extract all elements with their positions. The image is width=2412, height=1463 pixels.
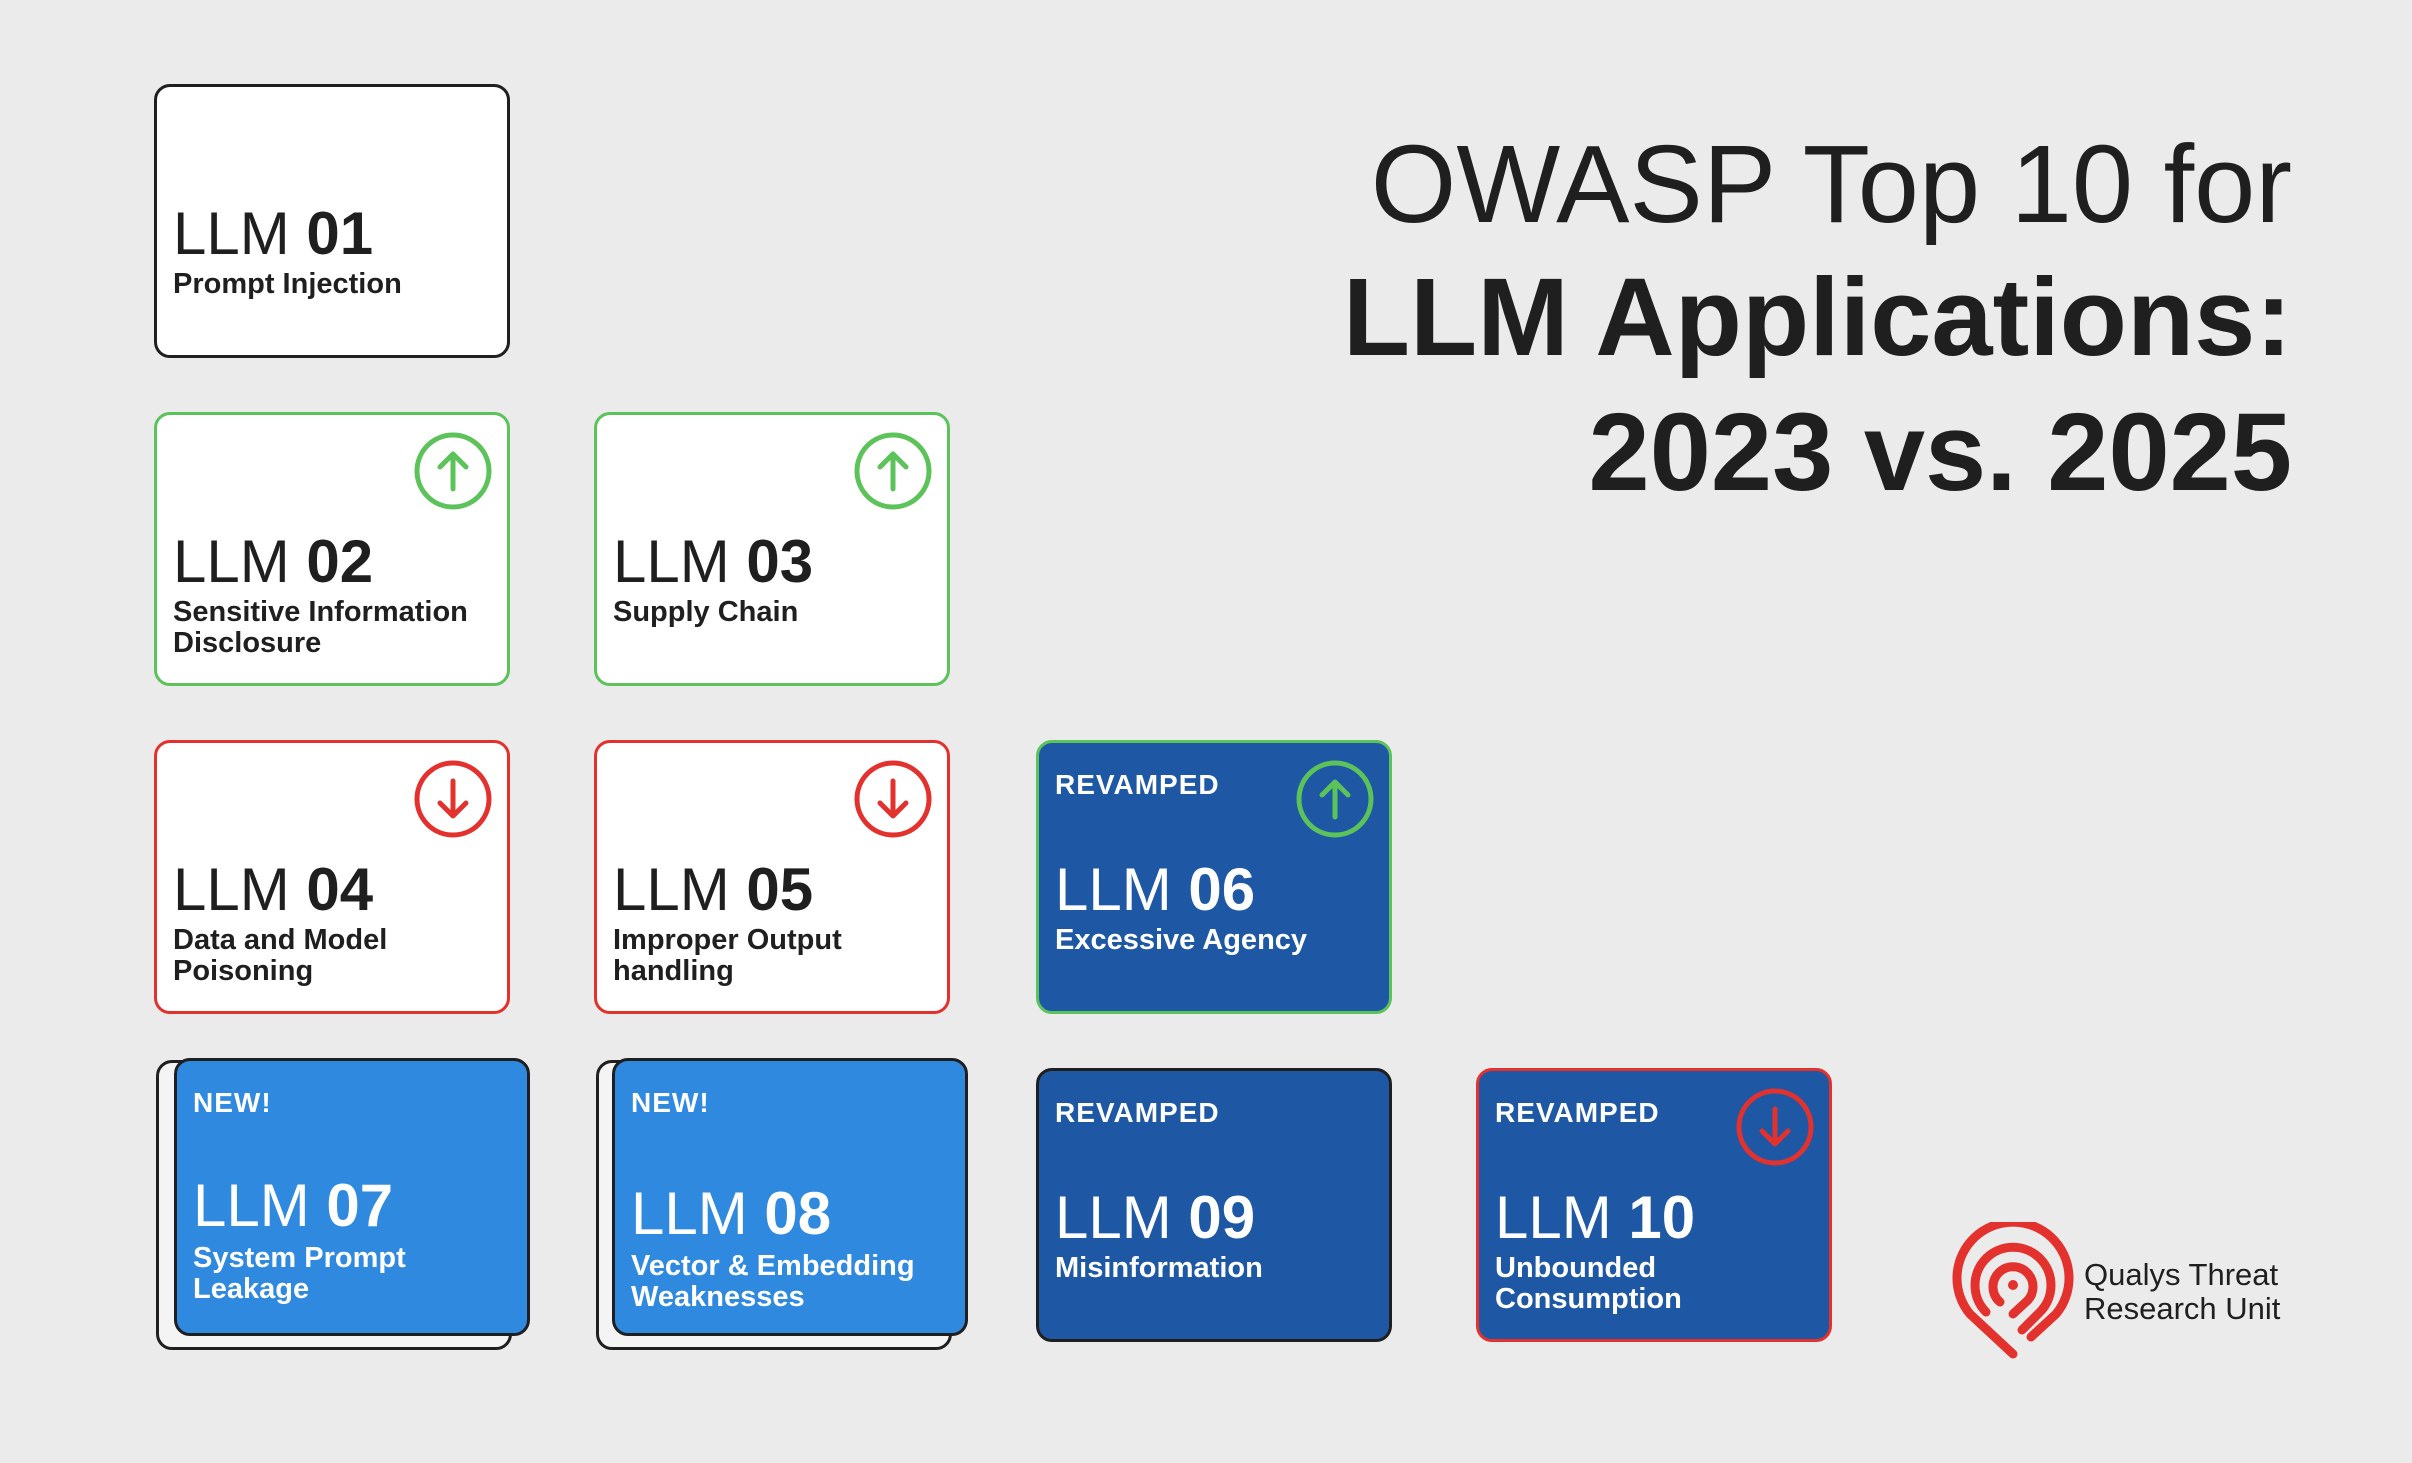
card-llm-06: REVAMPED LLM 06 Excessive Agency xyxy=(1036,740,1392,1014)
revamped-tag: REVAMPED xyxy=(1055,1097,1220,1128)
arrow-down-circle-icon xyxy=(853,759,933,839)
card-llm-10: REVAMPED LLM 10 Unbounded Consumption xyxy=(1476,1068,1832,1342)
card-llm-07: NEW! LLM 07 System Prompt Leakage xyxy=(174,1058,530,1336)
card-llm-08: NEW! LLM 08 Vector & Embedding Weaknesse… xyxy=(612,1058,968,1336)
card-llm-02: LLM 02 Sensitive Information Disclosure xyxy=(154,412,510,686)
revamped-tag: REVAMPED xyxy=(1495,1097,1660,1128)
card-name: System Prompt Leakage xyxy=(193,1242,406,1305)
title-line-1: OWASP Top 10 for xyxy=(1370,123,2292,246)
card-id: LLM 04 xyxy=(173,856,374,923)
brand-name: Qualys Threat Research Unit xyxy=(2084,1257,2281,1326)
card-name: Improper Output handling xyxy=(613,924,842,987)
card-llm-05: LLM 05 Improper Output handling xyxy=(594,740,950,1014)
card-id: LLM 10 xyxy=(1495,1184,1696,1251)
card-name: Unbounded Consumption xyxy=(1495,1252,1682,1315)
card-id: LLM 08 xyxy=(631,1180,832,1247)
card-name: Supply Chain xyxy=(613,596,799,628)
card-id: LLM 03 xyxy=(613,528,814,595)
card-llm-01: LLM 01 Prompt Injection xyxy=(154,84,510,358)
arrow-up-circle-icon xyxy=(853,431,933,511)
arrow-down-circle-icon xyxy=(1735,1087,1815,1167)
card-llm-04: LLM 04 Data and Model Poisoning xyxy=(154,740,510,1014)
arrow-up-circle-icon xyxy=(1295,759,1375,839)
card-llm-03: LLM 03 Supply Chain xyxy=(594,412,950,686)
card-name: Vector & Embedding Weaknesses xyxy=(631,1250,915,1313)
title-line-3: 2023 vs. 2025 xyxy=(1588,391,2292,514)
arrow-down-circle-icon xyxy=(413,759,493,839)
card-id: LLM 09 xyxy=(1055,1184,1256,1251)
card-id: LLM 02 xyxy=(173,528,374,595)
card-name: Prompt Injection xyxy=(173,268,402,300)
card-name: Excessive Agency xyxy=(1055,924,1308,956)
arrow-up-circle-icon xyxy=(413,431,493,511)
page-title: OWASP Top 10 for LLM Applications: 2023 … xyxy=(1343,120,2292,520)
revamped-tag: REVAMPED xyxy=(1055,769,1220,800)
card-llm-09: REVAMPED LLM 09 Misinformation xyxy=(1036,1068,1392,1342)
qualys-maze-pin-icon xyxy=(1948,1222,2078,1362)
card-id: LLM 05 xyxy=(613,856,814,923)
new-tag: NEW! xyxy=(193,1087,272,1118)
card-id: LLM 01 xyxy=(173,200,374,267)
title-line-2: LLM Applications: xyxy=(1342,256,2292,379)
card-name: Misinformation xyxy=(1055,1252,1263,1284)
new-tag: NEW! xyxy=(631,1087,710,1118)
card-id: LLM 07 xyxy=(193,1172,394,1239)
card-id: LLM 06 xyxy=(1055,856,1256,923)
card-name: Data and Model Poisoning xyxy=(173,924,388,987)
card-name: Sensitive Information Disclosure xyxy=(173,596,468,659)
